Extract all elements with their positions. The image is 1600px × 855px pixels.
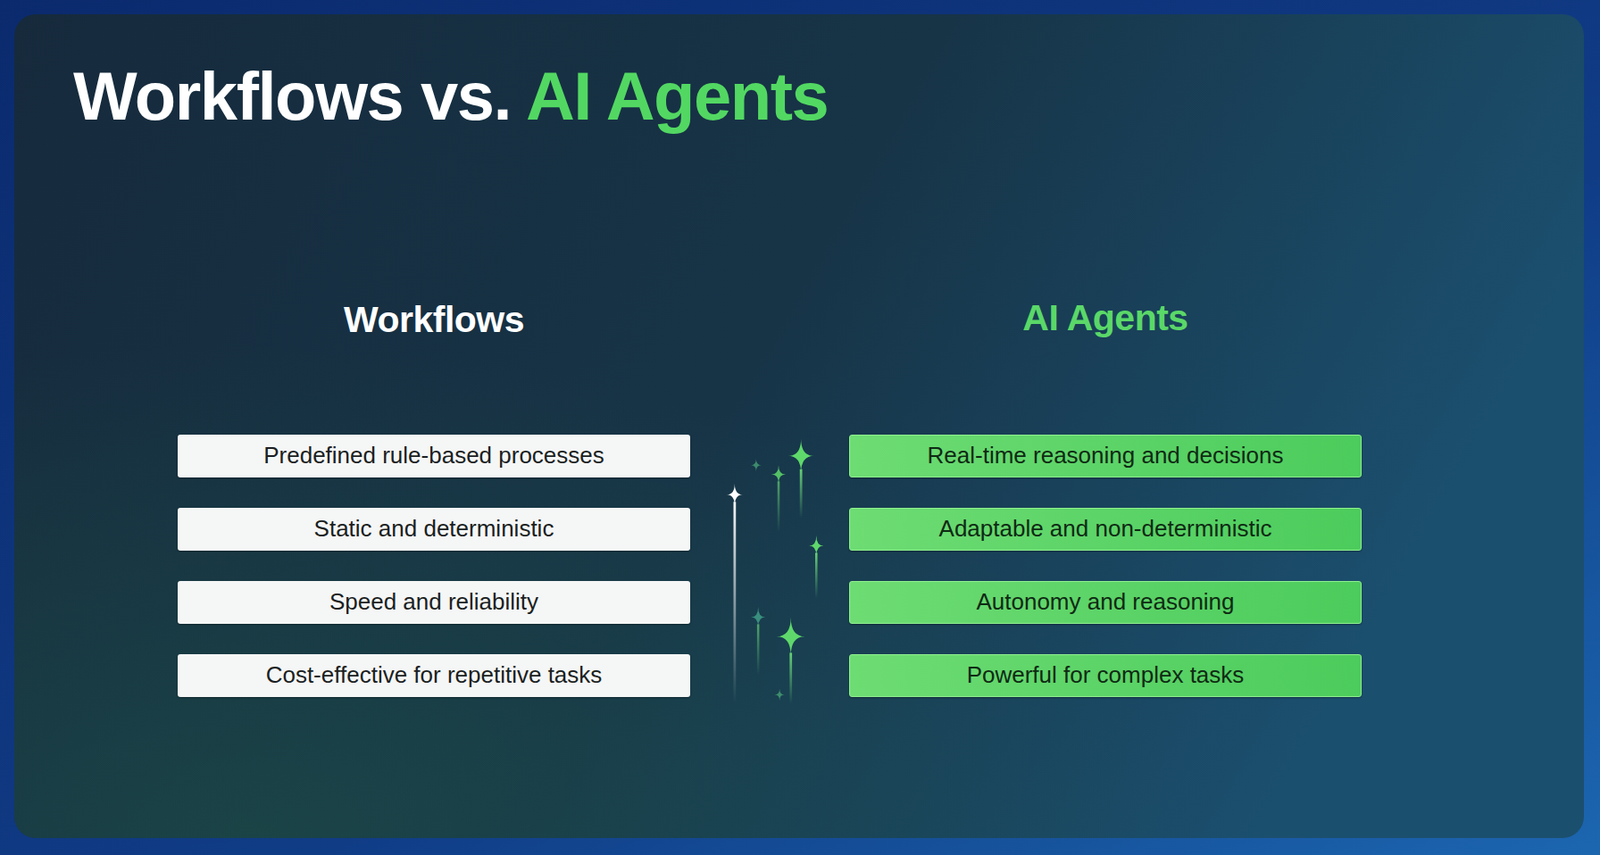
workflow-trait-box: Speed and reliability [177,581,691,625]
box-text: Powerful for complex tasks [966,662,1245,690]
box-text: Cost-effective for repetitive tasks [266,662,603,690]
sparkle-star [808,535,824,557]
agent-trait-box: Powerful for complex tasks [849,654,1362,698]
box-text: Static and deterministic [314,516,555,543]
box-text: Autonomy and reasoning [975,589,1234,617]
agent-trait-box: Autonomy and reasoning [849,581,1362,625]
box-text: Real-time reasoning and decisions [927,442,1284,470]
workflow-trait-box: Static and deterministic [177,508,691,551]
sparkle-star [750,458,761,472]
workflow-trait-box: Predefined rule-based processes [177,434,691,478]
sparkle-trail [789,652,792,704]
agent-trait-box: Adaptable and non-deterministic [849,508,1362,551]
sparkle-trail [815,552,818,599]
sparkle-star [776,616,806,656]
sparkles [726,438,825,704]
agent-trait-box: Real-time reasoning and decisions [849,434,1362,478]
column-heading: AI Agents [882,298,1329,339]
slide-card [14,14,1584,839]
slide-glow [14,14,1584,839]
sparkle-star [750,607,766,628]
workflow-trait-box: Cost-effective for repetitive tasks [177,654,691,698]
sparkle-star [771,465,786,484]
sparkle-trail [733,501,736,704]
sparkle-star [787,438,815,474]
box-text: Adaptable and non-deterministic [939,516,1273,543]
box-text: Predefined rule-based processes [263,442,605,470]
slide-title: Workflows vs. AI Agents [73,58,828,134]
sparkle-trail [800,469,803,519]
sparkle-trail [757,624,760,675]
sparkle-star [774,688,784,701]
box-text: Speed and reliability [329,589,539,617]
sparkle-star [726,483,743,507]
sparkle-trail [777,481,781,533]
column-heading: Workflows [210,300,658,341]
